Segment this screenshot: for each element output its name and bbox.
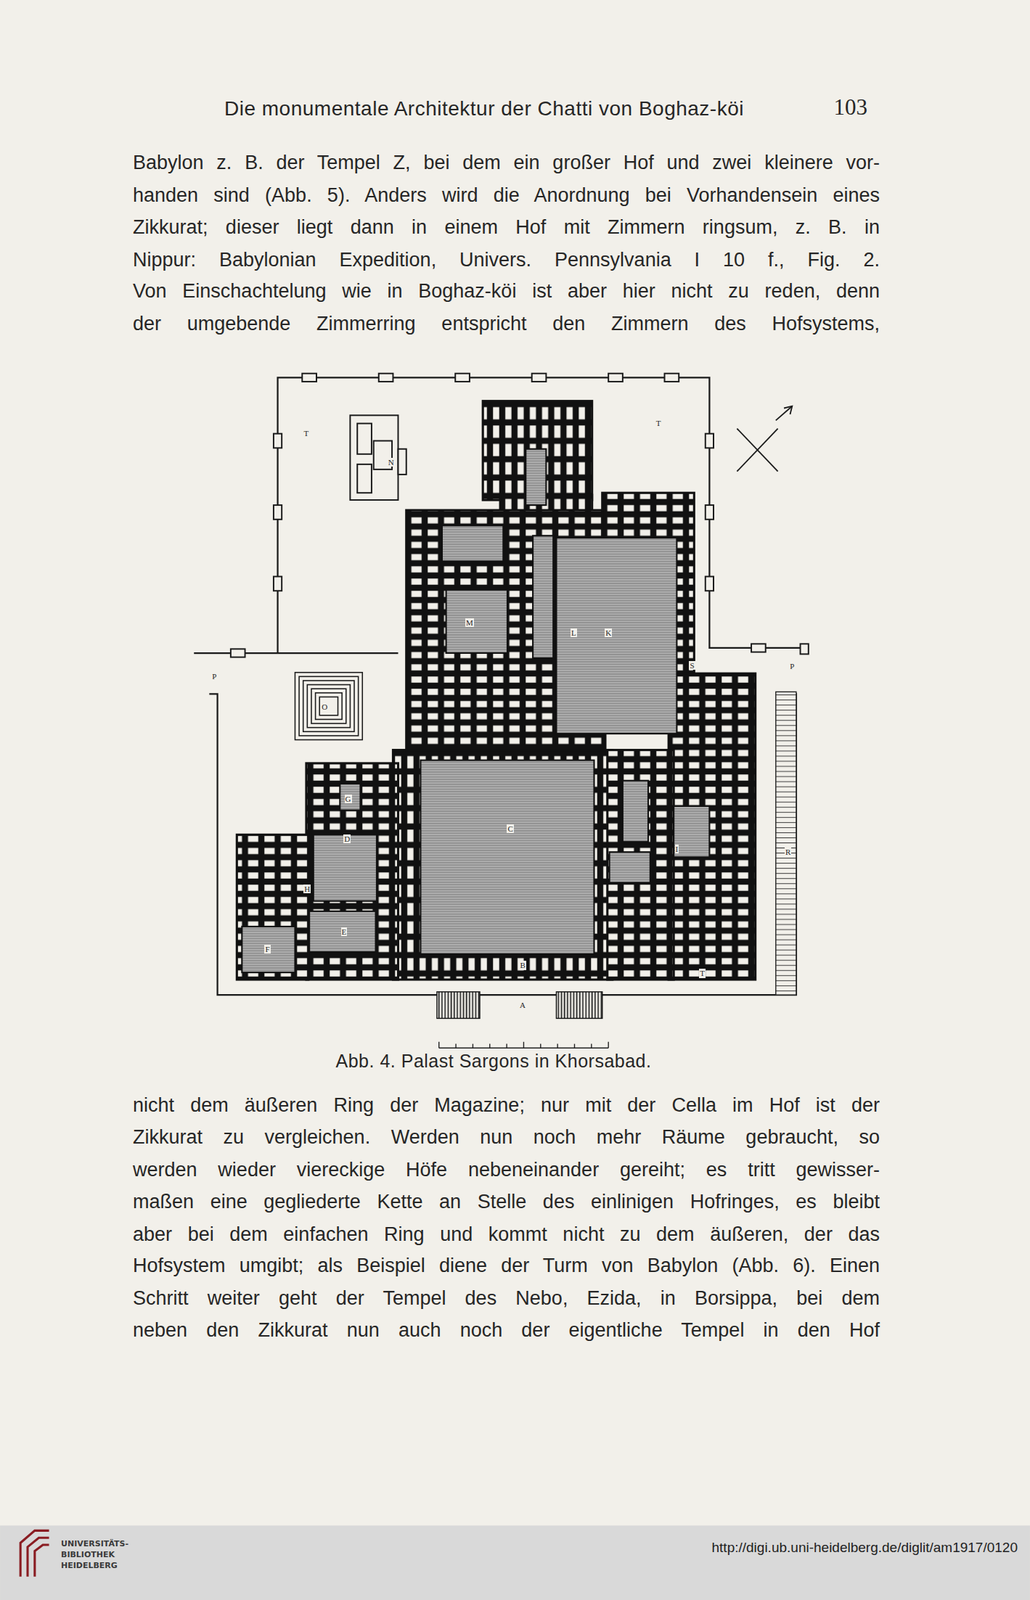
plan-letter: N: [387, 458, 395, 468]
plan-letter: K: [604, 628, 612, 639]
body-line: neben den Zikkurat nun auch noch der eig…: [132, 1319, 880, 1343]
plan-letter: A: [518, 1000, 527, 1011]
plan-letter: T: [699, 969, 706, 979]
body-line: Von Einschachtelung wie in Boghaz-köi is…: [132, 280, 880, 303]
library-name: HEIDELBERG: [60, 1562, 118, 1572]
body-line: nicht dem äußeren Ring der Magazine; nur…: [132, 1094, 880, 1118]
plan-letter: G: [344, 794, 353, 805]
plan-letter: B: [518, 961, 526, 971]
body-line: Nippur: Babylonian Expedition, Univers. …: [132, 248, 880, 272]
plan-letter: F: [264, 945, 271, 955]
body-line: der umgebende Zimmerring entspricht den …: [132, 312, 880, 336]
plan-letter: C: [506, 824, 514, 835]
library-name: UNIVERSITÄTS-: [60, 1540, 129, 1550]
body-line: handen sind (Abb. 5). Anders wird die An…: [132, 184, 880, 207]
figure-caption: Abb. 4. Palast Sargons in Khorsabad.: [336, 1051, 652, 1073]
plan-letter: S: [688, 661, 695, 671]
plan-letter: P: [211, 672, 218, 682]
plan-letter: T: [655, 418, 662, 429]
plan-letter: T: [303, 428, 310, 439]
running-head: Die monumentale Architektur der Chatti v…: [224, 97, 745, 121]
plan-letter: H: [303, 884, 311, 895]
body-line: maßen eine gegliederte Kette an Stelle d…: [132, 1191, 880, 1214]
plan-letter: M: [465, 618, 474, 628]
plan-letter: O: [320, 702, 329, 713]
body-line: Hofsystem umgibt; als Beispiel diene der…: [132, 1255, 880, 1278]
plan-letter: I: [675, 844, 680, 855]
body-line: Zikkurat; dieser liegt dann in einem Hof…: [132, 216, 880, 239]
body-line: Zikkurat zu vergleichen. Werden nun noch…: [132, 1126, 880, 1150]
library-name: BIBLIOTHEK: [60, 1551, 115, 1561]
source-url: http://digi.ub.uni-heidelberg.de/diglit/…: [712, 1540, 1018, 1557]
page-number: 103: [834, 94, 869, 121]
body-line: werden wieder viereckige Höfe nebeneinan…: [132, 1159, 880, 1182]
body-line: aber bei dem einfachen Ring und kommt ni…: [132, 1223, 880, 1247]
body-line: Schritt weiter geht der Tempel des Nebo,…: [132, 1287, 880, 1311]
plan-letter: L: [570, 628, 578, 639]
plan-letter: R: [784, 847, 792, 858]
plan-letter: E: [341, 927, 348, 938]
plan-letter: P: [789, 661, 795, 672]
plan-letter: D: [343, 834, 351, 845]
body-line: Babylon z. B. der Tempel Z, bei dem ein …: [132, 151, 880, 175]
